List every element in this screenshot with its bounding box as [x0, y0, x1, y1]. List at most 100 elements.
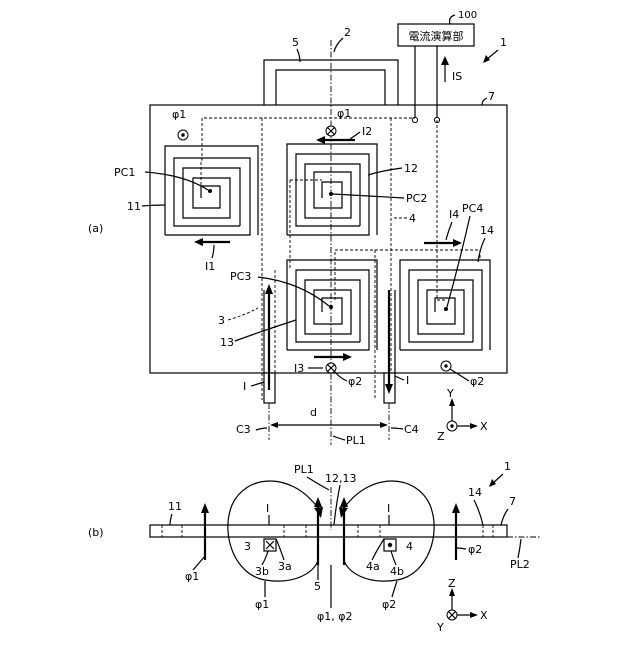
i1-arrow-head	[194, 238, 203, 246]
label-i3: I3	[294, 362, 304, 375]
label-phi1-b-bottom: φ1	[255, 598, 269, 611]
label-phi2-b-right: φ2	[468, 543, 482, 556]
coil-12	[287, 144, 377, 235]
dimension-d-arrow-right	[380, 422, 388, 428]
label-is: IS	[452, 70, 462, 83]
axes-b: Z X Y	[436, 577, 488, 634]
label-pl1-b: PL1	[294, 463, 314, 476]
figure-a: 電流演算部 100 IS 2 5 1 7	[88, 10, 507, 447]
sensor-4-dot	[388, 543, 392, 547]
ref-3b: 3b	[255, 565, 269, 578]
axis-x-a: X	[480, 420, 488, 433]
ref-5: 5	[292, 36, 299, 49]
ref-4a-leader	[372, 539, 384, 560]
ref-12-13-leader	[334, 485, 340, 525]
phi1-out-of-page-dot-tl	[181, 133, 184, 136]
i4-arrow-head	[453, 239, 462, 247]
ref-4b-leader	[391, 551, 396, 565]
pc1-dot	[208, 189, 212, 193]
ref-3b-leader	[262, 551, 268, 565]
axis-y-a: Y	[446, 387, 454, 400]
conductor-flux-head-left	[314, 497, 322, 507]
c4-leader	[391, 428, 403, 429]
label-phi1-tl: φ1	[172, 108, 186, 121]
ref-1-a: 1	[500, 36, 507, 49]
label-phi1-phi2-b: φ1, φ2	[317, 610, 353, 623]
i3-arrow-head	[343, 353, 352, 361]
i-right-leader	[395, 376, 404, 380]
label-pc3: PC3	[230, 270, 251, 283]
ref-12-leader	[368, 168, 402, 175]
ref-4a: 4a	[366, 560, 380, 573]
label-pc4: PC4	[462, 202, 483, 215]
ref-3-leader	[228, 308, 258, 320]
ref-1-b: 1	[504, 460, 511, 473]
ref-3a: 3a	[278, 560, 292, 573]
coil-13	[287, 260, 377, 350]
label-i-b-left: I	[266, 502, 269, 515]
label-i-b-right: I	[387, 502, 390, 515]
ref-4b: 4b	[390, 565, 404, 578]
signal-path-3	[290, 180, 322, 270]
label-i1: I1	[205, 260, 215, 273]
ref-14-leader	[478, 238, 485, 262]
phi2-right-leader	[450, 369, 469, 381]
board-7	[150, 105, 507, 373]
ref-7-b-leader	[501, 509, 508, 525]
axis-z-b: Z	[448, 577, 456, 590]
label-i4: I4	[449, 208, 459, 221]
label-i2: I2	[362, 125, 372, 138]
signal-path-4	[437, 120, 447, 300]
pc4-dot	[444, 307, 448, 311]
ref-11-b: 11	[168, 500, 182, 513]
pl1-a-leader	[333, 436, 345, 440]
ref-12-13: 12,13	[325, 472, 357, 485]
signal-path-5	[335, 250, 480, 300]
phi2-out-of-page-dot-right	[444, 364, 447, 367]
pc4-leader	[447, 216, 470, 307]
pc1-leader	[145, 172, 208, 190]
coil-positions-dashed	[162, 525, 493, 537]
axis-z-a: Z	[437, 430, 445, 443]
conductor-flux-head-right	[340, 497, 348, 507]
label-pl2: PL2	[510, 558, 530, 571]
label-phi2-bottom: φ2	[348, 375, 362, 388]
ref-4: 4	[409, 212, 416, 225]
ref-2-leader	[334, 38, 343, 52]
pl2-leader	[518, 539, 521, 558]
field-arrow-coil14-head	[452, 503, 460, 513]
label-pc1: PC1	[114, 166, 135, 179]
label-pl1-a: PL1	[346, 434, 366, 447]
i2-arrow-head	[316, 136, 325, 144]
ref-3: 3	[218, 314, 225, 327]
ref-4-b: 4	[406, 540, 413, 553]
label-phi1-b-left: φ1	[185, 570, 199, 583]
ref-12: 12	[404, 162, 418, 175]
label-i-right: I	[406, 374, 409, 387]
part-b-label: (b)	[88, 526, 104, 539]
ref-11-a: 11	[127, 200, 141, 213]
is-arrow-head	[441, 56, 449, 65]
ref-11-b-leader	[170, 514, 172, 525]
label-c3: C3	[236, 423, 251, 436]
ref-11-leader	[142, 205, 165, 206]
ref-1-b-arrow-head	[489, 479, 496, 487]
i2-leader	[350, 132, 360, 139]
coil-14	[400, 260, 490, 350]
ref-2: 2	[344, 26, 351, 39]
ref-13: 13	[220, 336, 234, 349]
board-cross-section	[150, 525, 507, 537]
phi2-b-bottom-leader	[392, 581, 397, 597]
conductor-5-inner	[276, 70, 385, 105]
ref-14-b: 14	[468, 486, 482, 499]
label-phi1-top: φ1	[337, 107, 351, 120]
ref-1-arrow-head	[483, 55, 490, 63]
field-loop-phi1	[228, 481, 318, 581]
ref-100: 100	[458, 10, 477, 21]
phi2-b-right-leader	[457, 548, 466, 549]
axis-x-b: X	[480, 609, 488, 622]
ref-3a-leader	[276, 539, 284, 560]
field-arrow-coil11-head	[201, 503, 209, 513]
ref-7-leader	[482, 98, 487, 105]
axis-y-b: Y	[436, 621, 444, 634]
